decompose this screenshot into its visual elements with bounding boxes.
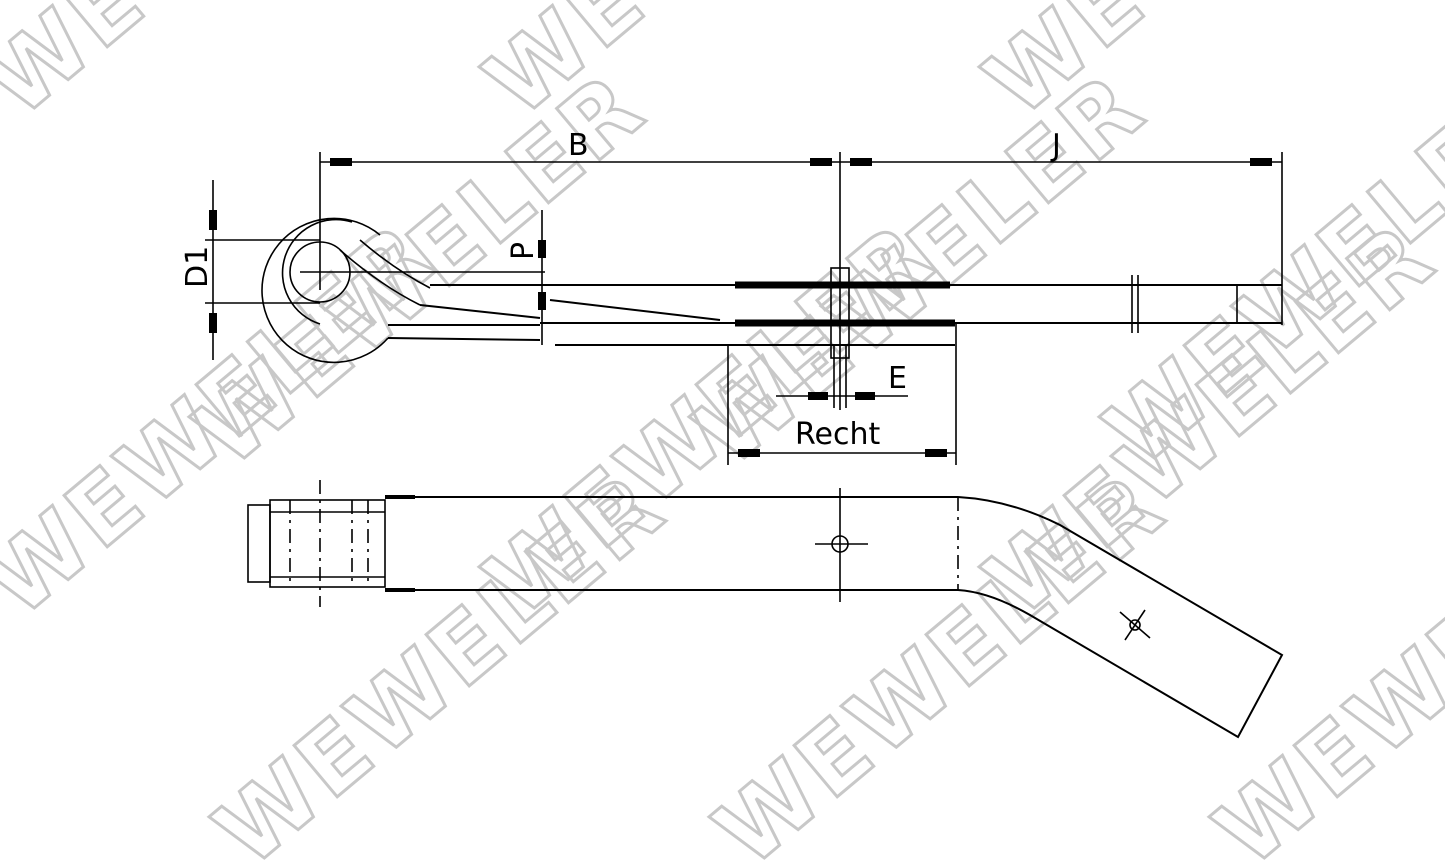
dimension-label-recht: Recht (795, 417, 880, 452)
dimension-label-j: J (1050, 128, 1061, 163)
watermark: WEWELER (1195, 452, 1445, 867)
top-view (247, 480, 1284, 739)
dimension-label-d1: D1 (180, 246, 215, 288)
watermark: WEWELER (175, 52, 664, 487)
dimension-label-p: P (506, 242, 541, 260)
watermark: WEWELER (0, 0, 455, 137)
side-view: B J D1 P (180, 128, 1283, 465)
dimension-label-e: E (888, 361, 907, 396)
watermark: WEWELER (195, 452, 684, 867)
dimension-label-b: B (568, 128, 589, 163)
watermark: WEWELER (695, 452, 1184, 867)
watermark: WEWELER (675, 52, 1164, 487)
